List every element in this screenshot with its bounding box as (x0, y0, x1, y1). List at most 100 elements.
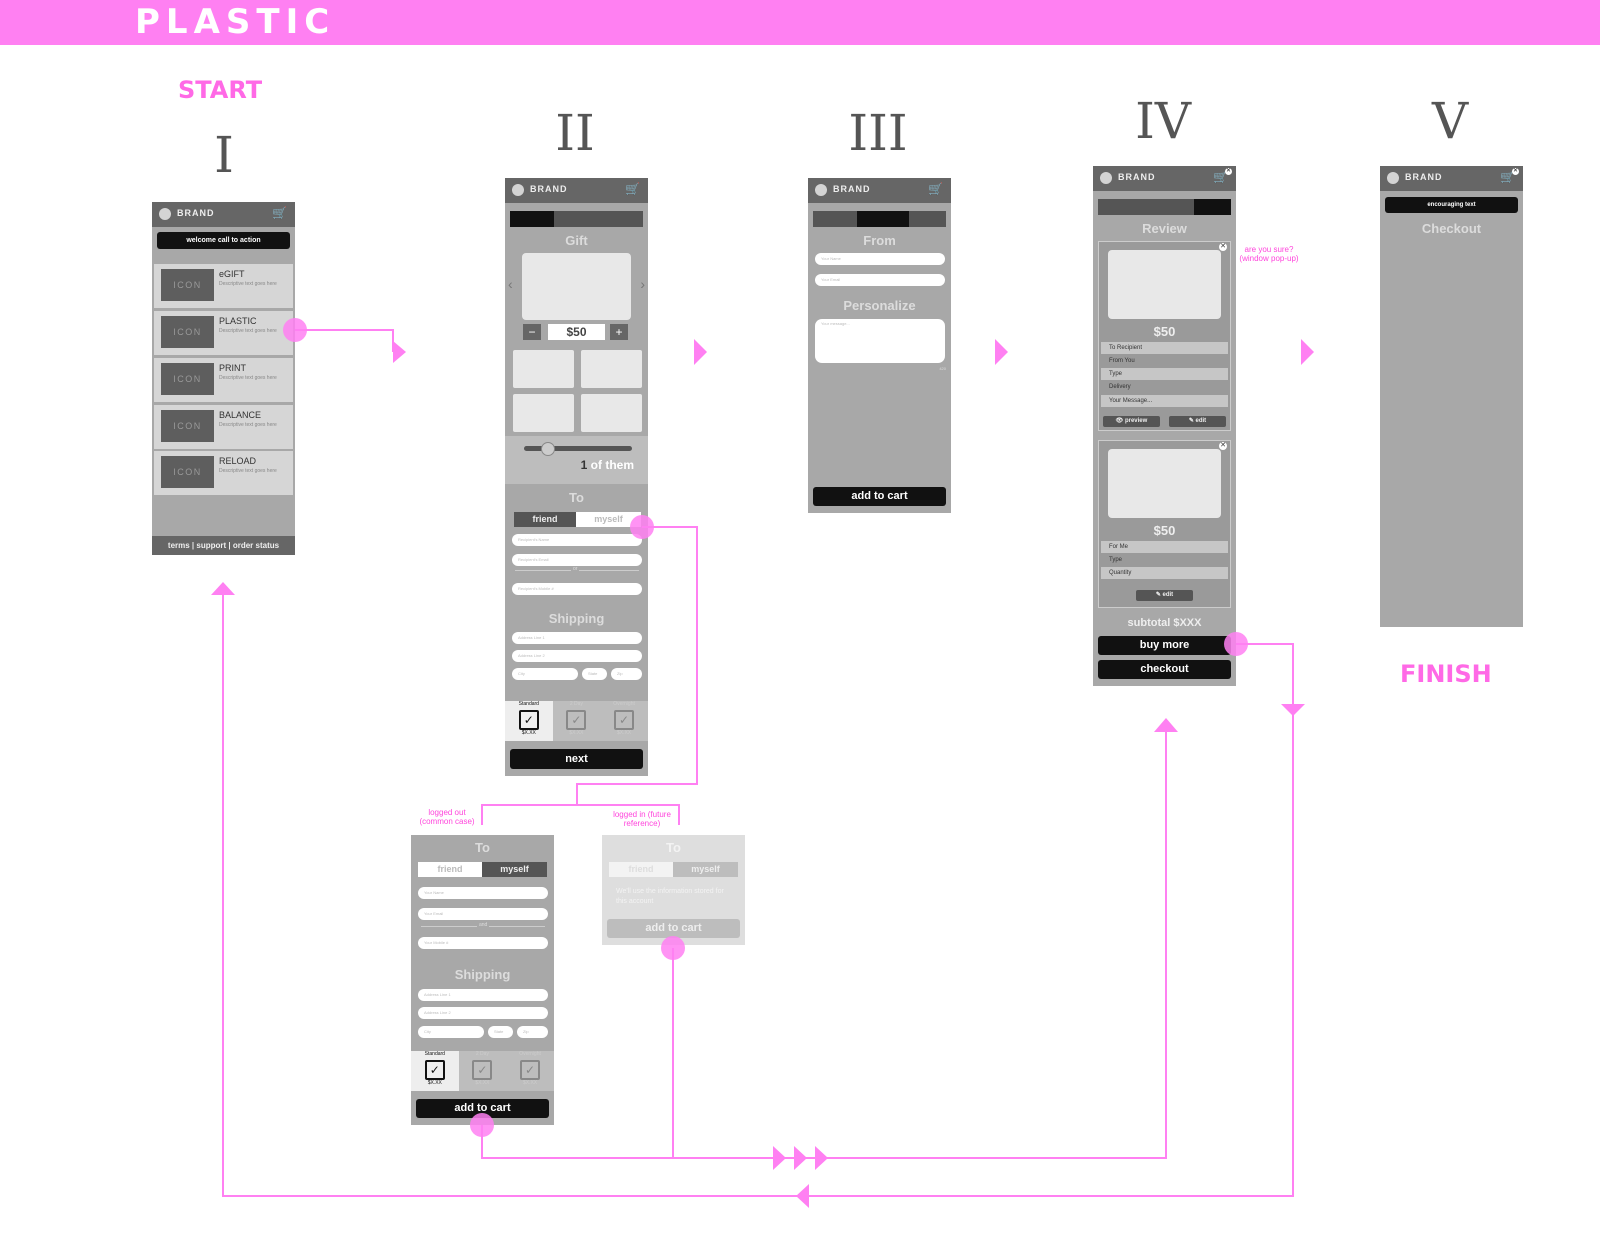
slider-handle[interactable] (541, 442, 555, 456)
screen-4-review: BRAND 🛒 ✕ Review ✕ $50 To Recipient From… (1093, 166, 1236, 686)
your-email-input[interactable]: Your Email (815, 274, 945, 286)
menu-item-balance[interactable]: ICON BALANCE Descriptive text goes here (154, 405, 293, 449)
progress-step-active (1194, 199, 1231, 215)
city-input[interactable]: City (512, 668, 578, 680)
brand-label: BRAND (1405, 172, 1443, 182)
arrow-right (1301, 339, 1314, 365)
step-numeral-3: III (848, 104, 908, 162)
checkbox-icon: ✓ (518, 710, 539, 730)
ship-option-price: $X.XX (521, 730, 536, 736)
address-line-1-input[interactable]: Address Line 1 (418, 989, 548, 1001)
edit-button[interactable]: ✎ edit (1136, 590, 1193, 601)
menu-item-plastic[interactable]: ICON PLASTIC Descriptive text goes here (154, 311, 293, 355)
tab-friend[interactable]: friend (514, 512, 576, 527)
gift-section-title: Gift (565, 233, 588, 248)
recipient-name-input[interactable]: Recipient's Name (512, 534, 642, 546)
chevron-left-icon[interactable]: ‹ (508, 276, 513, 292)
flow-line-1-to-2 (295, 329, 394, 352)
design-thumb[interactable] (581, 350, 642, 388)
menu-item-title: eGIFT (219, 269, 245, 279)
your-mobile-input[interactable]: Your Mobile # (418, 937, 548, 949)
state-input[interactable]: State (582, 668, 607, 680)
progress-step-active (857, 211, 909, 227)
buy-more-button[interactable]: buy more (1098, 636, 1231, 655)
address-line-1-input[interactable]: Address Line 1 (512, 632, 642, 644)
design-thumb[interactable] (513, 350, 574, 388)
cart-icon[interactable]: 🛒 (625, 182, 640, 196)
cart-icon[interactable]: 🛒 (272, 206, 287, 220)
add-to-cart-button[interactable]: add to cart (607, 919, 740, 938)
ship-option-price: $X.XX (616, 730, 632, 736)
design-thumb[interactable] (513, 394, 574, 432)
city-input[interactable]: City (418, 1026, 484, 1038)
footer-links[interactable]: terms | support | order status (152, 536, 295, 555)
brand-label: BRAND (530, 184, 568, 194)
chevron-right-icon[interactable]: › (640, 276, 645, 292)
your-name-input[interactable]: Your Name (815, 253, 945, 265)
tab-friend[interactable]: friend (418, 862, 482, 877)
message-textarea[interactable]: Your message... (815, 319, 945, 363)
recipient-mobile-input[interactable]: Recipient's Mobile # (512, 583, 642, 595)
close-icon[interactable]: ✕ (1512, 168, 1519, 175)
remove-item-icon[interactable]: ✕ (1219, 243, 1227, 251)
tab-friend[interactable]: friend (609, 862, 673, 877)
add-to-cart-button[interactable]: add to cart (813, 487, 946, 506)
cart-icon[interactable]: 🛒 (928, 182, 943, 196)
cart-icon[interactable]: 🛒 (1500, 170, 1515, 184)
ship-option-2day[interactable]: 2 Day✓$X.XX (553, 701, 601, 741)
logo-icon (159, 208, 171, 220)
recipient-email-input[interactable]: Recipient's Email (512, 554, 642, 566)
design-thumb[interactable] (581, 394, 642, 432)
ship-option-2day[interactable]: 2 Day✓$X.XX (459, 1051, 507, 1091)
minus-icon[interactable]: − (523, 324, 541, 340)
app-header: BRAND 🛒 (505, 178, 648, 203)
quantity-number: 1 (580, 458, 588, 472)
remove-item-icon[interactable]: ✕ (1219, 442, 1227, 450)
quantity-slider[interactable] (524, 446, 632, 451)
step-numeral-2: II (555, 104, 595, 162)
add-to-cart-button[interactable]: add to cart (416, 1099, 549, 1118)
detail-row: Quantity (1101, 567, 1228, 579)
arrow-up (1154, 718, 1178, 732)
progress-steps (510, 211, 643, 227)
tab-myself[interactable]: myself (576, 512, 641, 527)
item-price: $50 (1153, 324, 1176, 339)
welcome-cta-button[interactable]: welcome call to action (157, 232, 290, 249)
reload-icon: ICON (161, 456, 214, 488)
cart-icon[interactable]: 🛒 (1213, 170, 1228, 184)
pencil-icon: ✎ (1188, 418, 1194, 424)
your-email-input[interactable]: Your Email (418, 908, 548, 920)
ship-option-overnight[interactable]: Overnight✓$X.XX (506, 1051, 554, 1091)
next-button[interactable]: next (510, 749, 643, 769)
to-section-title: To (569, 490, 584, 505)
subtotal: subtotal $XXX (1127, 617, 1202, 629)
checkbox-icon: ✓ (566, 710, 587, 730)
address-line-2-input[interactable]: Address Line 2 (512, 650, 642, 662)
ship-option-standard[interactable]: Standard✓$X.XX (505, 701, 553, 741)
tab-myself[interactable]: myself (482, 862, 547, 877)
preview-button[interactable]: 👁 preview (1103, 416, 1160, 427)
progress-step-active (510, 211, 554, 227)
edit-button[interactable]: ✎ edit (1169, 416, 1226, 427)
tab-myself[interactable]: myself (673, 862, 738, 877)
menu-item-print[interactable]: ICON PRINT Descriptive text goes here (154, 358, 293, 402)
card-image-carousel[interactable] (522, 253, 631, 320)
plus-icon[interactable]: + (610, 324, 628, 340)
menu-item-egift[interactable]: ICON eGIFT Descriptive text goes here (154, 264, 293, 308)
top-banner: PLASTIC (0, 0, 1600, 45)
ship-option-standard[interactable]: Standard✓$X.XX (411, 1051, 459, 1091)
menu-item-desc: Descriptive text goes here (219, 328, 277, 334)
your-name-input[interactable]: Your Name (418, 887, 548, 899)
close-icon[interactable]: ✕ (1225, 168, 1232, 175)
menu-item-reload[interactable]: ICON RELOAD Descriptive text goes here (154, 451, 293, 495)
zip-input[interactable]: Zip (611, 668, 642, 680)
checkout-button[interactable]: checkout (1098, 660, 1231, 679)
checkout-section-title: Checkout (1421, 221, 1482, 236)
state-input[interactable]: State (488, 1026, 513, 1038)
amount-field[interactable]: $50 (548, 324, 605, 340)
zip-input[interactable]: Zip (517, 1026, 548, 1038)
address-line-2-input[interactable]: Address Line 2 (418, 1007, 548, 1019)
ship-option-overnight[interactable]: Overnight✓$X.XX (600, 701, 648, 741)
screen-3-from-personalize: BRAND 🛒 From Your Name Your Email Person… (808, 178, 951, 513)
